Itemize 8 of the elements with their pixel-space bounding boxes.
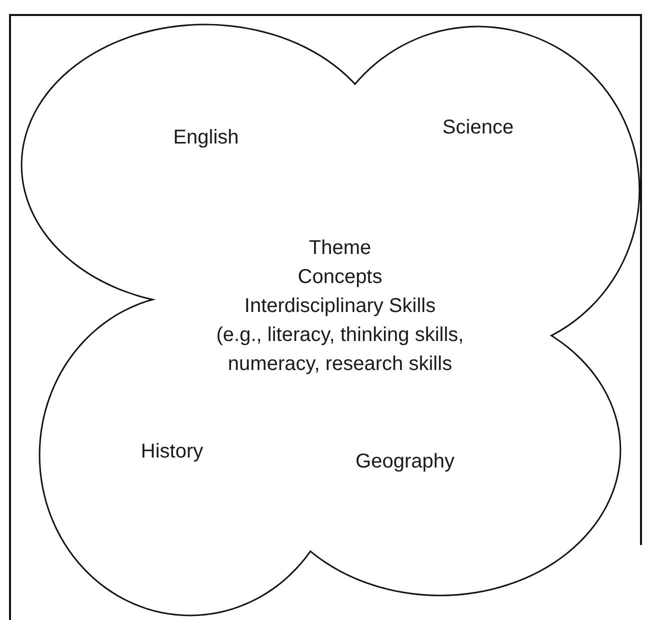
theme-text: Theme [308, 236, 372, 261]
subject-label: English [173, 126, 239, 150]
theme-text: Concepts [298, 265, 382, 290]
subject-label: Science [442, 116, 514, 140]
theme-text: (e.g., literacy, thinking skills, numeracy, research skills [215, 323, 465, 377]
theme-text: Interdisciplinary Skills [244, 294, 436, 319]
subject-label: History [140, 440, 204, 464]
subject-label: Geography [356, 450, 454, 474]
